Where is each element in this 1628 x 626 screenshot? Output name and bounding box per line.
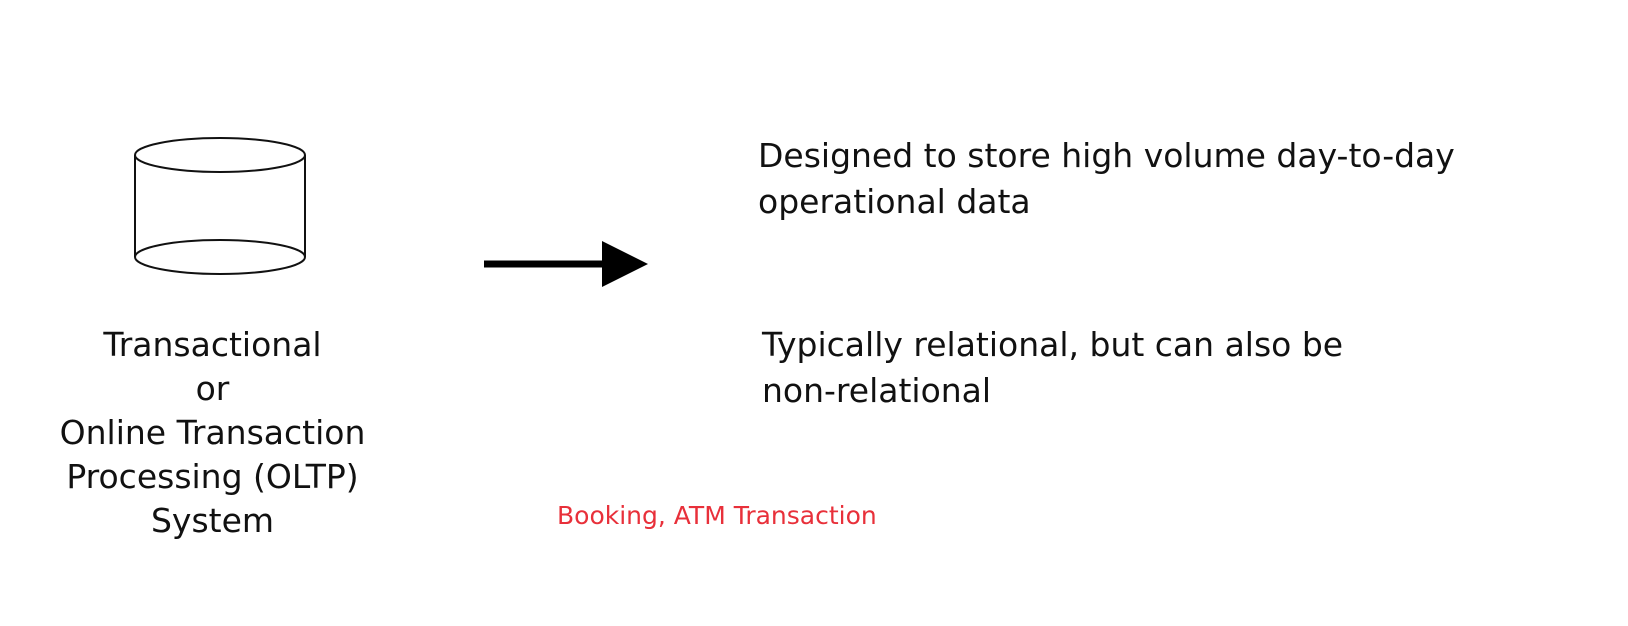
description-line: operational data: [758, 182, 1031, 221]
example-annotation: Booking, ATM Transaction: [557, 501, 877, 530]
system-label-line: or: [195, 369, 230, 408]
system-label-line: Online Transaction: [59, 413, 366, 452]
system-label-line: Processing (OLTP): [66, 457, 359, 496]
system-label-line: System: [150, 501, 275, 540]
description-line: non-relational: [762, 371, 992, 410]
system-label: Transactional or Online Transaction Proc…: [40, 323, 385, 543]
description-line: Designed to store high volume day-to-day: [758, 136, 1455, 175]
database-cylinder-icon: [134, 137, 306, 275]
description-storage: Designed to store high volume day-to-day…: [758, 133, 1455, 225]
system-label-line: Transactional: [103, 325, 322, 364]
description-line: Typically relational, but can also be: [762, 325, 1344, 364]
right-arrow-icon: [484, 241, 648, 287]
description-relational: Typically relational, but can also be no…: [762, 322, 1343, 414]
